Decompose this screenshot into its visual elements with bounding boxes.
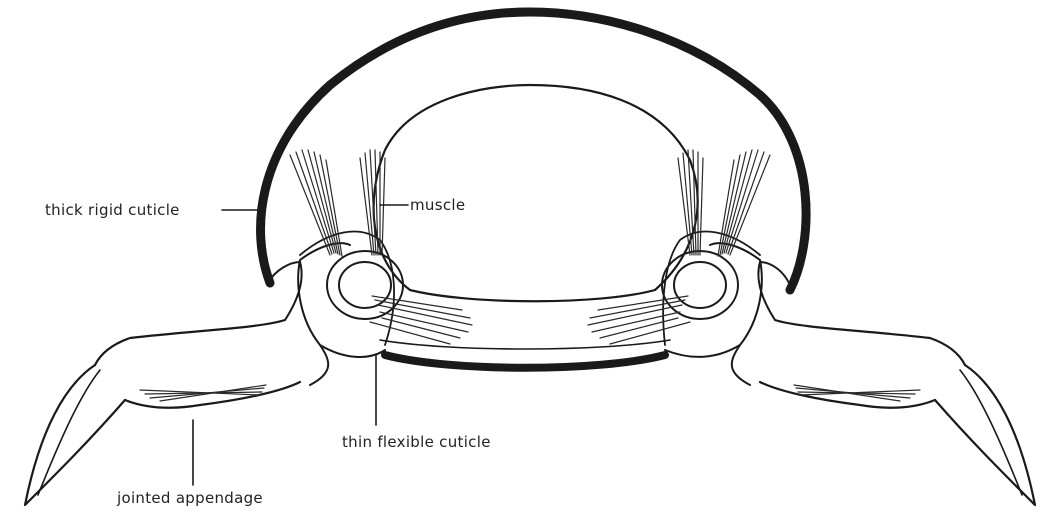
left-muscle-upper-outer [290,150,342,256]
left-muscle-upper-inner [360,150,385,255]
label-muscle: muscle [410,196,465,214]
right-muscle-upper-outer [718,150,770,256]
left-muscle-lower [370,296,472,344]
left-coxa-outline [298,243,385,357]
right-appendage [732,320,1035,505]
ventral-thick-cuticle [385,355,665,368]
gut-cavity [374,85,698,301]
left-appendage [25,320,328,505]
label-thick-rigid-cuticle: thick rigid cuticle [45,201,180,219]
right-body-wall [663,232,760,345]
right-muscle-lower [588,296,690,344]
dorsal-thick-cuticle [261,12,807,290]
label-thin-flexible-cuticle: thin flexible cuticle [342,433,491,451]
label-jointed-appendage: jointed appendage [116,489,263,507]
ventral-inner-line [380,340,670,349]
left-articulation [268,262,302,320]
